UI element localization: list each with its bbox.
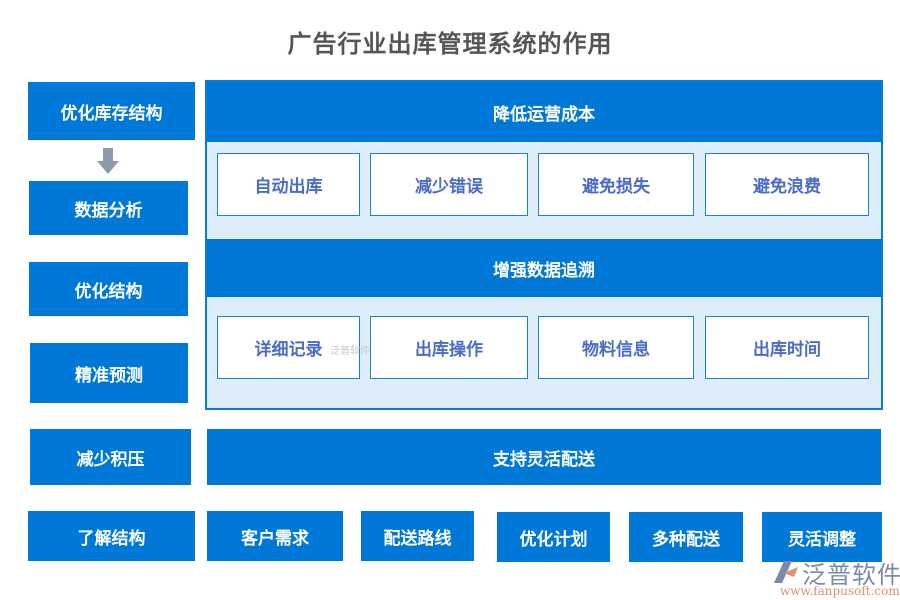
bottom-block-flexible-adjust: 灵活调整 xyxy=(762,512,882,562)
card-outbound-operation: 出库操作 xyxy=(370,316,528,379)
page-title: 广告行业出库管理系统的作用 xyxy=(287,30,613,58)
left-block-optimize-inventory: 优化库存结构 xyxy=(28,82,195,140)
watermark-name: 泛普软件 xyxy=(802,561,900,589)
bottom-block-delivery-route: 配送路线 xyxy=(361,511,474,561)
flexible-delivery-bar: 支持灵活配送 xyxy=(207,429,881,485)
section-header-data-traceability: 增强数据追溯 xyxy=(207,239,881,297)
card-auto-outbound: 自动出库 xyxy=(217,153,360,216)
left-block-reduce-backlog: 减少积压 xyxy=(30,429,191,485)
watermark-url: www.fanpusoft.com xyxy=(780,584,900,598)
card-reduce-errors: 减少错误 xyxy=(370,153,528,216)
card-avoid-waste: 避免浪费 xyxy=(705,153,869,216)
left-block-understand-structure: 了解结构 xyxy=(28,511,195,561)
left-block-data-analysis: 数据分析 xyxy=(29,181,188,235)
watermark-small: 泛普软件 xyxy=(330,346,370,357)
benefits-panel: 降低运营成本 自动出库 减少错误 避免损失 避免浪费 增强数据追溯 详细记录 出… xyxy=(205,80,883,410)
card-detailed-records: 详细记录 xyxy=(217,316,360,379)
arrow-down-icon xyxy=(97,148,119,174)
section-header-reduce-costs: 降低运营成本 xyxy=(207,82,881,142)
card-avoid-loss: 避免损失 xyxy=(538,153,694,216)
left-block-optimize-structure: 优化结构 xyxy=(29,262,188,316)
card-outbound-time: 出库时间 xyxy=(705,316,869,379)
bottom-block-customer-demand: 客户需求 xyxy=(207,511,343,561)
bottom-block-multiple-delivery: 多种配送 xyxy=(629,512,743,562)
fanpu-logo-icon xyxy=(774,561,798,583)
card-material-info: 物料信息 xyxy=(538,316,694,379)
left-block-precise-forecast: 精准预测 xyxy=(30,343,188,403)
bottom-block-optimize-plan: 优化计划 xyxy=(497,512,610,562)
